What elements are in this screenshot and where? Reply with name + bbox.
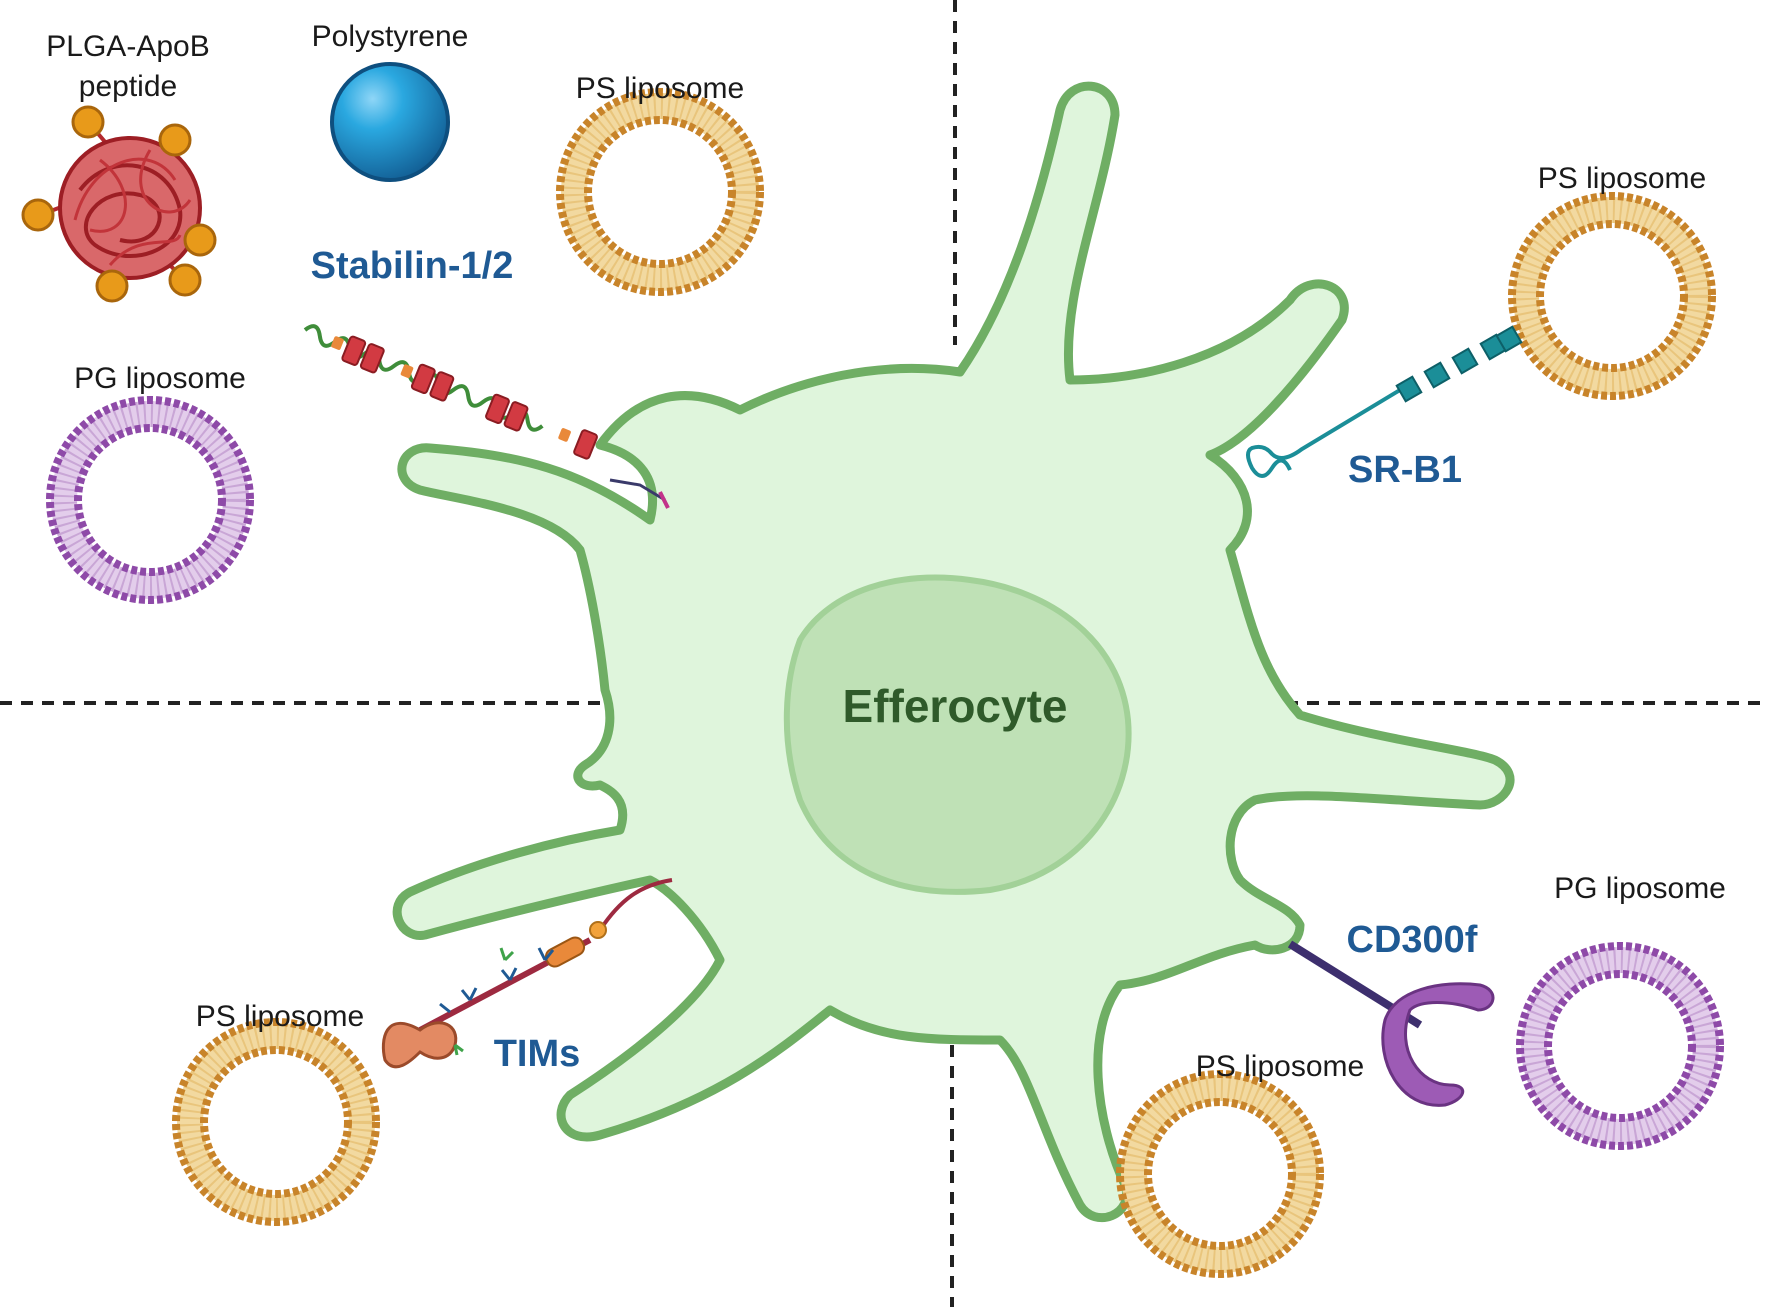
ps-liposome-bottom-right: PS liposome [1120,1050,1364,1274]
tims-receptor: TIMs [381,878,673,1075]
ps-liposome-icon [1120,1074,1320,1274]
plga-label-line1: PLGA-ApoB [46,30,209,63]
ps-liposome-label: PS liposome [1538,162,1706,195]
cd300f-receptor: CD300f [1287,919,1495,1107]
polystyrene-label: Polystyrene [312,20,469,53]
pg-liposome-bottom-right: PG liposome [1520,872,1726,1146]
cell-title: Efferocyte [843,680,1068,732]
pg-liposome-top-left: PG liposome [50,362,250,600]
ps-liposome-label: PS liposome [196,1000,364,1033]
pg-liposome-label: PG liposome [1554,872,1726,905]
tims-label: TIMs [494,1033,581,1075]
ps-liposome-bottom-left: PS liposome [176,1000,376,1222]
cd300f-label: CD300f [1347,919,1478,961]
polystyrene-particle: Polystyrene [312,20,469,182]
nucleus [783,574,1132,895]
ps-liposome-label: PS liposome [1196,1050,1364,1083]
ps-liposome-top-center: PS liposome [560,72,760,292]
stabilin-label: Stabilin-1/2 [311,245,514,287]
stabilin-receptor: Stabilin-1/2 [303,245,670,509]
plga-bead-icon [21,105,217,303]
pg-liposome-label: PG liposome [74,362,246,395]
ps-liposome-icon [1512,196,1712,396]
pg-liposome-icon [50,400,250,600]
srb1-label: SR-B1 [1348,449,1462,491]
polystyrene-sphere-icon [330,62,450,182]
pg-liposome-icon [1520,946,1720,1146]
plga-apob-particle: PLGA-ApoB peptide [21,30,217,303]
srb1-receptor: SR-B1 [1246,325,1523,491]
ps-liposome-top-right: PS liposome [1512,162,1712,396]
ps-liposome-icon [560,92,760,292]
ps-liposome-label: PS liposome [576,72,744,105]
plga-label-line2: peptide [79,70,177,103]
ps-liposome-icon [176,1022,376,1222]
efferocyte-cell: Efferocyte [392,81,1515,1223]
